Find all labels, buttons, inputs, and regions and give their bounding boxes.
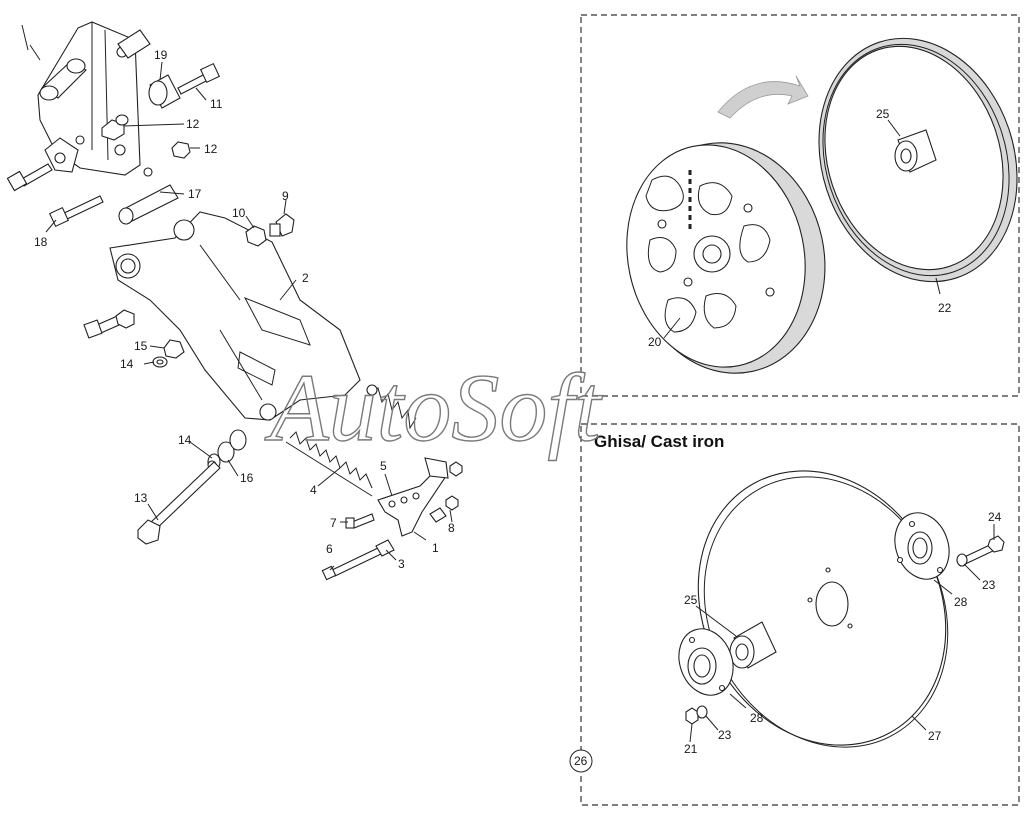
bushing-19 (148, 74, 181, 109)
label-24: 24 (988, 510, 1002, 524)
label-25b: 25 (684, 593, 698, 607)
upper-spring (366, 384, 417, 430)
label-7: 7 (330, 516, 337, 530)
part-number-labels: 1 2 3 4 5 6 7 8 9 10 11 12 12 13 14 14 1… (34, 48, 1002, 756)
label-8: 8 (448, 521, 455, 535)
label-4: 4 (310, 483, 317, 497)
label-12a: 12 (186, 117, 200, 131)
wheel-20 (626, 142, 826, 374)
nut-21 (685, 707, 699, 725)
label-17: 17 (188, 187, 202, 201)
bolt-11 (177, 62, 221, 95)
nut-10 (245, 225, 267, 247)
bolt-mid-left (83, 309, 135, 339)
nut-15 (163, 339, 185, 359)
washer-14a (152, 356, 168, 368)
spacer-8 (429, 495, 459, 523)
label-15: 15 (134, 339, 148, 353)
clamp-block (44, 137, 79, 173)
label-11: 11 (210, 97, 223, 111)
spacer-3 (375, 539, 395, 557)
washer-23-left (696, 705, 708, 719)
disc-27 (697, 470, 949, 748)
link-plate (424, 457, 449, 479)
washer-23-right (956, 553, 968, 567)
hub-28-right (894, 512, 950, 580)
label-19: 19 (154, 48, 168, 62)
label-18: 18 (34, 235, 48, 249)
label-28b: 28 (954, 595, 968, 609)
label-3: 3 (398, 557, 405, 571)
leader-lines (45, 61, 995, 743)
label-28a: 28 (750, 711, 764, 725)
top-pin (21, 24, 151, 101)
label-9: 9 (282, 189, 289, 203)
label-14b: 14 (120, 357, 134, 371)
label-21: 21 (684, 742, 698, 756)
bolt-9 (269, 213, 295, 237)
label-27: 27 (928, 729, 942, 743)
label-10: 10 (232, 206, 246, 220)
bearing-25-upper (894, 129, 937, 173)
nut-8-top (449, 461, 463, 477)
label-14a: 14 (178, 433, 192, 447)
label-20: 20 (648, 335, 662, 349)
bolt-18 (48, 195, 104, 228)
callout-26: 26 (569, 749, 593, 773)
bolt-13 (137, 461, 221, 545)
swing-arm-2 (109, 211, 361, 421)
label-5: 5 (380, 459, 387, 473)
nut-12b (171, 141, 191, 159)
pin-17 (118, 184, 179, 225)
rotation-arrow (717, 75, 809, 119)
label-2: 2 (302, 271, 309, 285)
label-6: 6 (326, 542, 333, 556)
label-12b: 12 (204, 142, 218, 156)
bearing-25-lower (729, 621, 777, 669)
label-23b: 23 (982, 578, 996, 592)
label-25a: 25 (876, 107, 890, 121)
watermark-text: AutoSoft (264, 354, 603, 461)
label-13: 13 (134, 491, 148, 505)
spring-4 (285, 431, 373, 497)
callout-26-label: 26 (574, 754, 588, 768)
material-heading: Ghisa/ Cast iron (594, 432, 724, 451)
nut-12a (101, 114, 129, 141)
label-16: 16 (240, 471, 254, 485)
label-23a: 23 (718, 728, 732, 742)
bolt-left (6, 163, 53, 192)
label-1: 1 (432, 541, 439, 555)
hub-28-left (678, 628, 734, 696)
lever-1 (377, 469, 447, 537)
label-22: 22 (938, 301, 952, 315)
bolt-7 (345, 513, 375, 529)
